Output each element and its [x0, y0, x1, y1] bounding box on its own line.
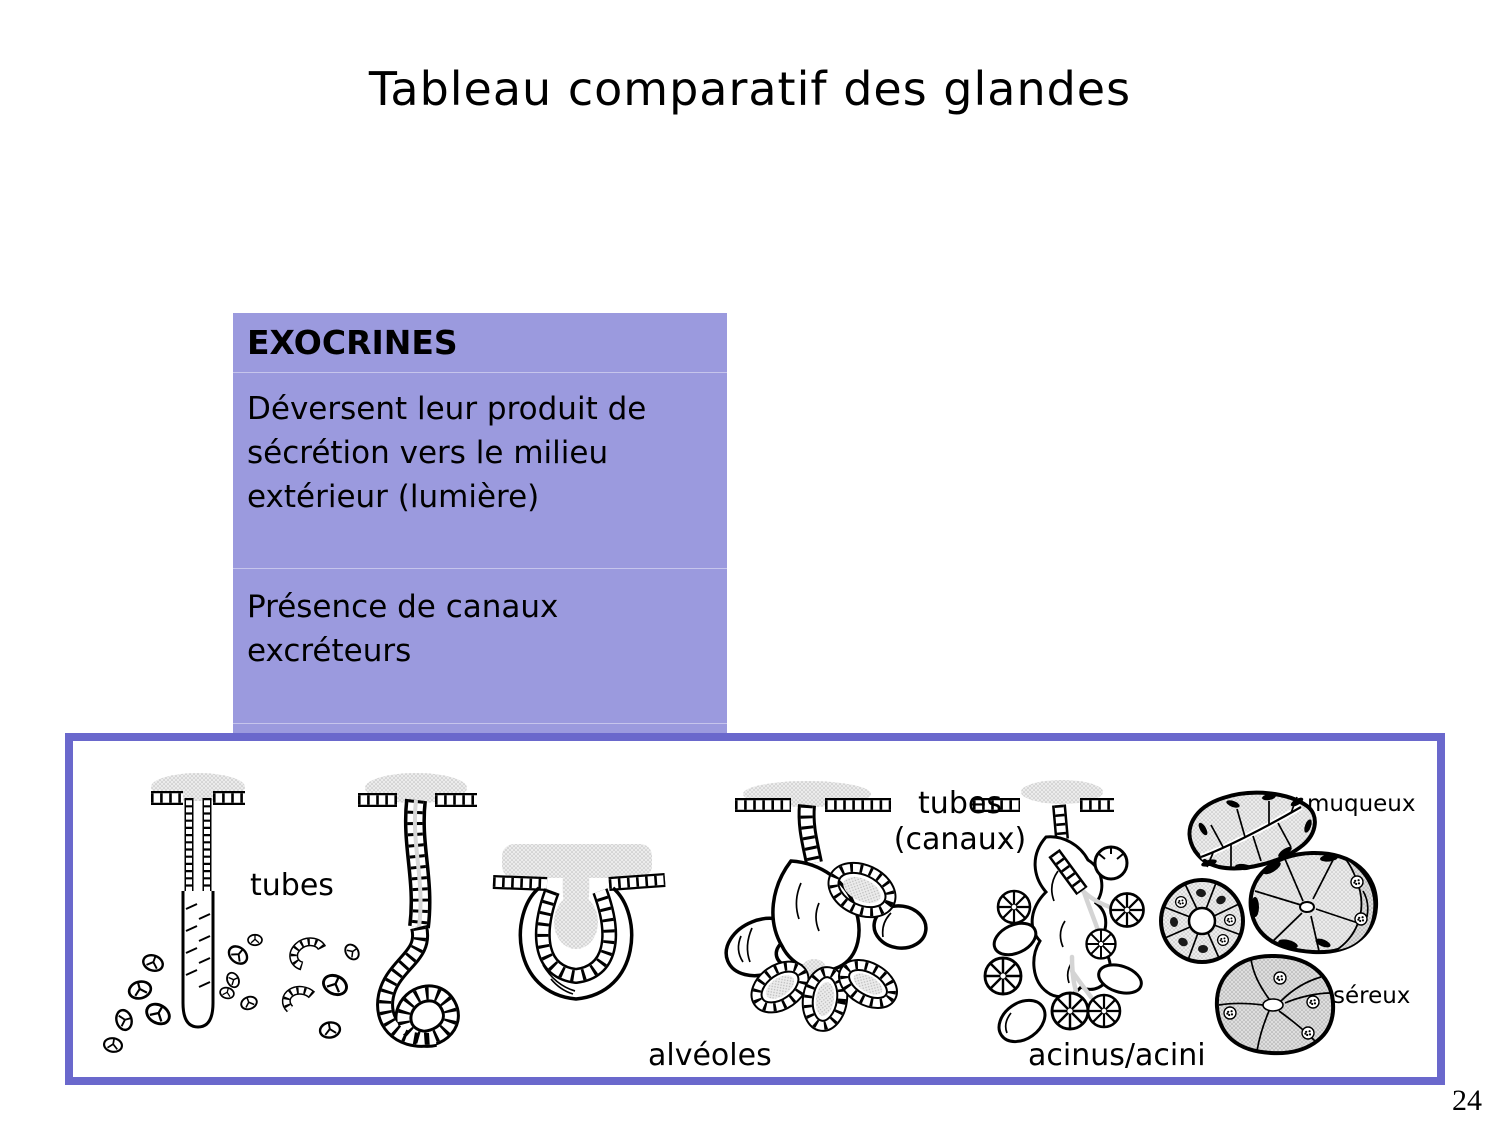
table-row-empty	[233, 723, 727, 733]
label-tubes-canaux-line2: (canaux)	[893, 822, 1027, 857]
serous-acinus-drawing	[1214, 953, 1336, 1056]
table-header-exocrines: EXOCRINES	[247, 323, 458, 362]
label-acinus: acinus/acini	[1028, 1038, 1206, 1073]
page-title: Tableau comparatif des glandes	[368, 62, 1132, 116]
label-tubes: tubes	[250, 868, 334, 903]
acinar-gland-drawing	[973, 780, 1145, 1044]
table-row-secretion: Déversent leur produit de sécrétion vers…	[233, 372, 727, 568]
tube-cross-sections-left	[101, 951, 175, 1055]
coiled-tubular-gland-drawing	[281, 773, 477, 1041]
single-alveolus-drawing	[493, 844, 665, 1001]
coiled-cross-sections	[281, 937, 363, 1041]
branched-alveolar-gland-drawing	[724, 781, 928, 1028]
mucous-acinus-drawing	[1187, 790, 1317, 871]
mixed-acinus-drawing	[1248, 850, 1379, 955]
label-tubes-canaux-line1: tubes	[918, 786, 1002, 821]
label-tubes-canaux: tubes (canaux)	[880, 786, 1040, 858]
label-alveoles: alvéoles	[648, 1038, 772, 1073]
page-number: 24	[1452, 1084, 1482, 1117]
gland-illustrations	[101, 773, 1379, 1056]
label-muqueux: muqueux	[1307, 791, 1416, 817]
tube-cross-sections-right	[218, 933, 263, 1013]
exocrines-table: EXOCRINES Déversent leur produit de sécr…	[233, 313, 727, 733]
gland-figure-box: tubes tubes (canaux) alvéoles acinus/aci…	[65, 733, 1445, 1085]
cell-ring-cross-section-drawing	[1159, 878, 1245, 964]
label-sereux: séreux	[1333, 983, 1411, 1009]
table-row-canaux: Présence de canaux excréteurs	[233, 568, 727, 723]
simple-tubular-gland-drawing	[101, 773, 263, 1055]
